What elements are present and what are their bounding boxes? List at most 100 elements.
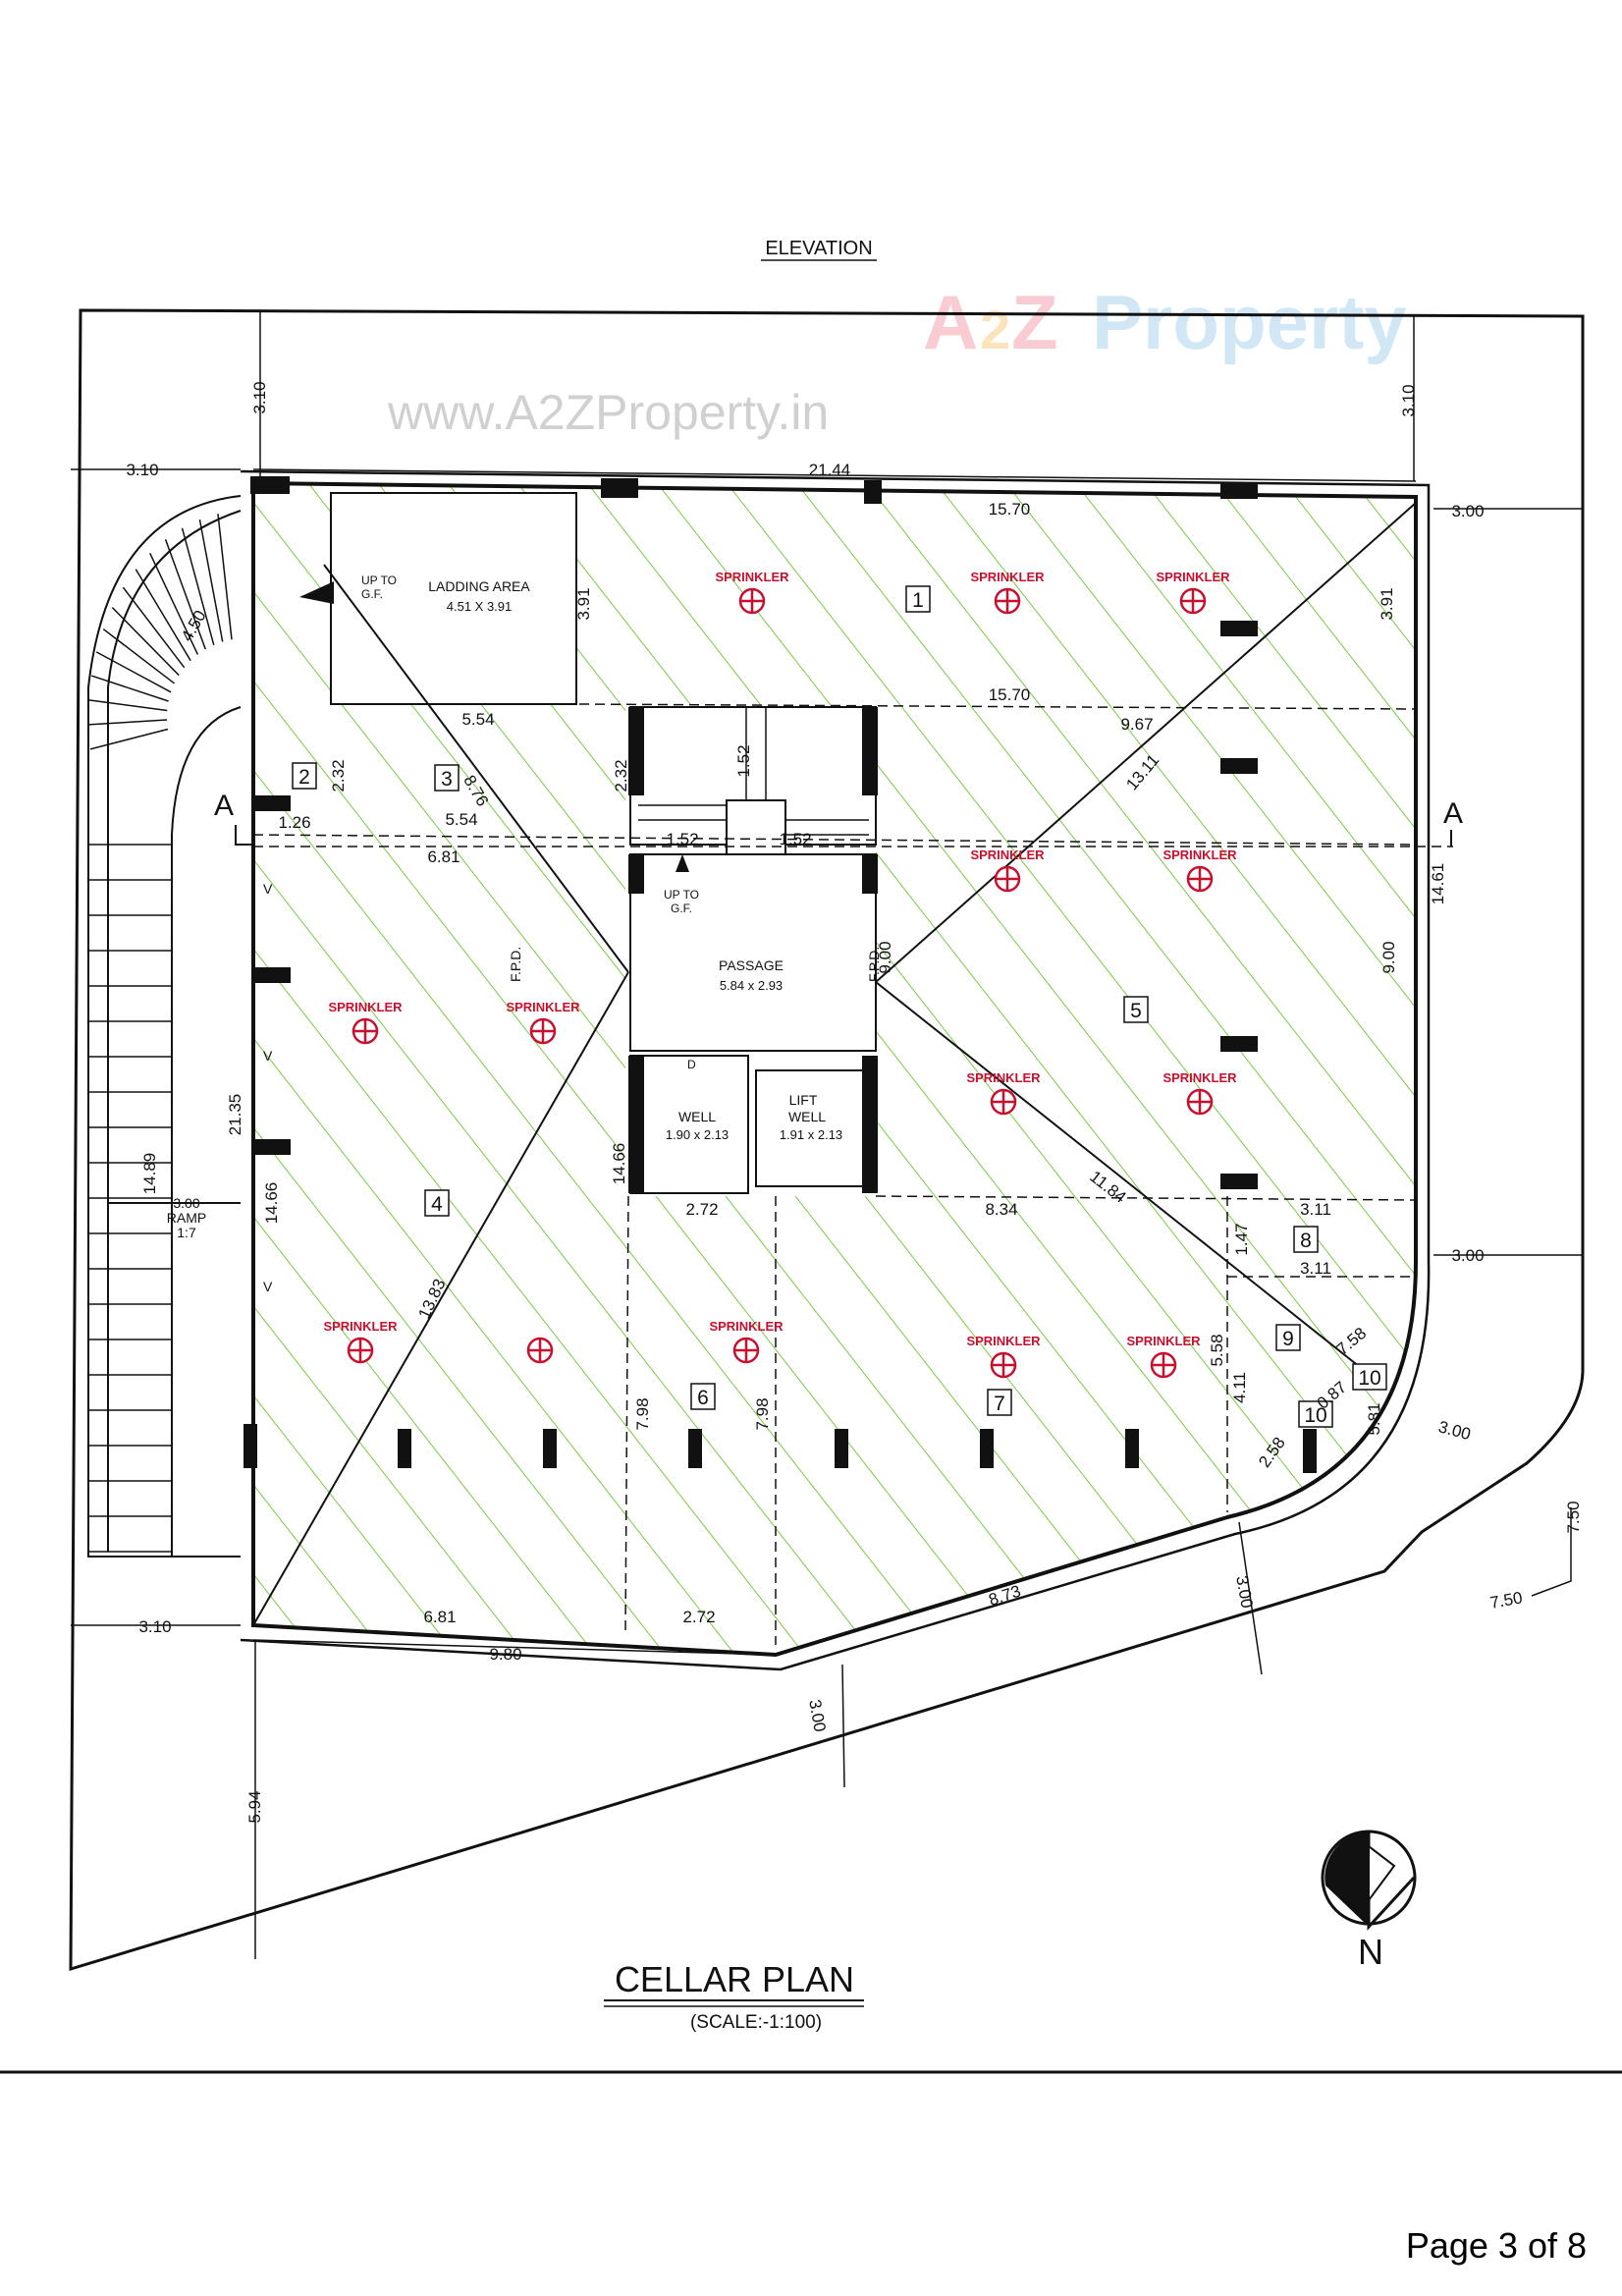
dimension-label: 21.44 bbox=[809, 461, 851, 479]
sprinkler: SPRINKLER bbox=[970, 570, 1045, 615]
sprinkler-icon bbox=[529, 1017, 557, 1045]
sprinkler: SPRINKLER bbox=[1162, 1070, 1237, 1116]
zone-number-label: 8 bbox=[1300, 1230, 1312, 1252]
vent-mark: V bbox=[263, 1279, 273, 1294]
grid-lines bbox=[252, 703, 1453, 1645]
site-boundary bbox=[69, 308, 1585, 1972]
outer-dim-lines bbox=[71, 310, 1583, 1959]
dimension-label: 5.94 bbox=[245, 1790, 264, 1823]
dimension-label: 21.35 bbox=[226, 1094, 244, 1136]
dimension-label: 3.00 bbox=[1232, 1574, 1256, 1610]
dimension-label: 9.00 bbox=[1379, 941, 1398, 973]
sprinkler-icon bbox=[1150, 1351, 1177, 1379]
section-marker-left: A bbox=[214, 790, 234, 822]
dimension-label: 3.00 bbox=[1436, 1417, 1473, 1444]
dimension-label: 7.50 bbox=[1564, 1501, 1583, 1533]
up-to-label: UP TO bbox=[664, 888, 699, 902]
dimension-label: 2.32 bbox=[329, 759, 348, 792]
up-arrow-icon bbox=[299, 581, 334, 604]
dimension-label: 3.11 bbox=[1300, 1200, 1331, 1219]
elevation-label: ELEVATION bbox=[765, 238, 872, 259]
door-mark: D bbox=[687, 1058, 696, 1071]
zone-number: 9 bbox=[1275, 1324, 1301, 1351]
zone-number-label: 4 bbox=[431, 1193, 443, 1216]
dimension-label: 8.34 bbox=[985, 1200, 1017, 1219]
dimension-label: 1.52 bbox=[734, 744, 753, 777]
dimension-label: 15.70 bbox=[989, 685, 1031, 704]
plan-scale: (SCALE:-1:100) bbox=[690, 2012, 822, 2033]
ramp-treads bbox=[88, 514, 233, 1553]
sprinkler-icon bbox=[526, 1337, 554, 1364]
dimension-label: 3.00 bbox=[1451, 1246, 1484, 1265]
well-title: WELL bbox=[678, 1109, 716, 1124]
dimension-label: 3.10 bbox=[1399, 384, 1418, 416]
ramp-tread bbox=[217, 514, 233, 640]
sprinkler: SPRINKLER bbox=[715, 570, 789, 615]
lift-title-2: WELL bbox=[788, 1109, 826, 1124]
retaining-wall-outer bbox=[240, 469, 1431, 1671]
sprinkler: SPRINKLER bbox=[1156, 570, 1230, 615]
well-size: 1.90 x 2.13 bbox=[666, 1127, 729, 1142]
plan-title: CELLAR PLAN bbox=[615, 1959, 854, 1999]
sprinkler-group: SPRINKLER SPRINKLER SPRINKLER SPRINKLER SPRI… bbox=[323, 570, 1237, 1379]
dimension-label: 5.58 bbox=[1208, 1334, 1226, 1366]
building-outline bbox=[251, 480, 1418, 1658]
dimension-label: 1.52 bbox=[666, 830, 698, 848]
gf-label: G.F. bbox=[671, 902, 692, 915]
zone-number: 10 bbox=[1352, 1363, 1387, 1391]
dimension-label: 3.10 bbox=[138, 1617, 171, 1636]
section-marker-left-tick bbox=[235, 825, 253, 846]
sprinkler-icon bbox=[732, 1337, 760, 1364]
dimension-label: 2.72 bbox=[682, 1608, 715, 1626]
sprinkler-label: SPRINKLER bbox=[966, 1334, 1041, 1348]
sprinkler: SPRINKLER bbox=[966, 1070, 1041, 1116]
zone-number-label: 1 bbox=[912, 589, 924, 612]
zone-number: 5 bbox=[1123, 996, 1149, 1023]
ramp-tread bbox=[88, 719, 168, 726]
zone-number-label: 3 bbox=[441, 768, 453, 791]
sprinkler-label: SPRINKLER bbox=[1156, 570, 1230, 584]
sprinkler-label: SPRINKLER bbox=[715, 570, 789, 584]
zone-number-label: 9 bbox=[1282, 1328, 1294, 1350]
sprinkler-label: SPRINKLER bbox=[970, 570, 1045, 584]
dimension-label: 7.98 bbox=[633, 1397, 652, 1430]
sprinkler: SPRINKLER bbox=[709, 1319, 784, 1364]
dimension-label: 9.67 bbox=[1120, 715, 1153, 734]
sprinkler: SPRINKLER bbox=[970, 847, 1045, 893]
dimension-label: 7.50 bbox=[1488, 1588, 1524, 1612]
ramp-tread bbox=[111, 607, 180, 677]
dimension-label: 6.81 bbox=[427, 847, 460, 866]
lift-size: 1.91 x 2.13 bbox=[780, 1127, 842, 1142]
sprinkler-label: SPRINKLER bbox=[328, 1000, 403, 1014]
up-arrow-icon bbox=[676, 854, 689, 872]
north-label: N bbox=[1358, 1932, 1383, 1972]
columns bbox=[243, 476, 1317, 1473]
ramp-tread bbox=[164, 538, 206, 650]
sprinkler-icon bbox=[351, 1017, 379, 1045]
dimension-label: 4.11 bbox=[1230, 1372, 1249, 1403]
dimension-label: 3.91 bbox=[1378, 587, 1396, 620]
dimension-label: 1.47 bbox=[1232, 1223, 1251, 1255]
dimension-label: 14.61 bbox=[1429, 863, 1447, 905]
watermark-brand-2: 2 bbox=[980, 299, 1010, 360]
sprinkler: SPRINKLER bbox=[323, 1319, 398, 1364]
zone-number-label: 5 bbox=[1130, 1000, 1142, 1022]
ramp-tread bbox=[149, 552, 199, 655]
dimension-label: 2.32 bbox=[612, 759, 630, 792]
zone-number-label: 7 bbox=[994, 1393, 1005, 1415]
zone-number-label: 6 bbox=[697, 1387, 709, 1409]
ramp-label-line: 1:7 bbox=[177, 1225, 196, 1240]
dimension-label: 3.11 bbox=[1300, 1259, 1331, 1278]
dimension-label: 5.81 bbox=[1365, 1402, 1383, 1435]
sprinkler-label: SPRINKLER bbox=[709, 1319, 784, 1334]
up-to-label: UP TO bbox=[361, 574, 397, 587]
vent-mark: V bbox=[263, 881, 273, 897]
sprinkler-label: SPRINKLER bbox=[1126, 1334, 1201, 1348]
zone-number-label: 10 bbox=[1304, 1404, 1326, 1427]
dimension-label: 5.54 bbox=[461, 710, 494, 729]
sprinkler: SPRINKLER bbox=[1162, 847, 1237, 893]
dimension-label: 14.66 bbox=[610, 1143, 628, 1185]
dimension-label: 2.72 bbox=[685, 1200, 718, 1219]
sprinkler: SPRINKLER bbox=[966, 1334, 1041, 1379]
